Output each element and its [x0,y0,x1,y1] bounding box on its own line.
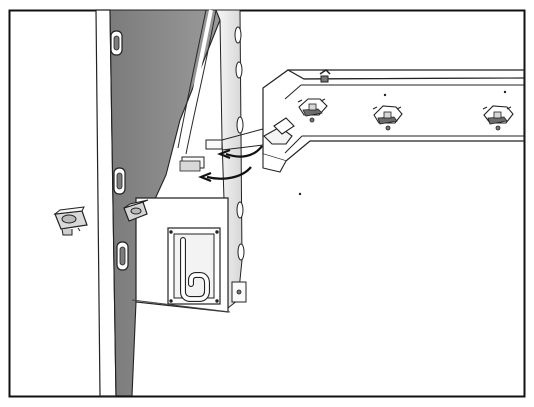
side-panel [95,9,247,397]
mounting-tab [205,139,223,150]
frame-border [8,9,526,398]
rotation-arrow-lower [198,166,252,183]
rotation-arrow [217,145,263,160]
bracket-hardware [297,98,514,131]
panel-lock [123,199,149,222]
cam-lock [53,206,88,236]
